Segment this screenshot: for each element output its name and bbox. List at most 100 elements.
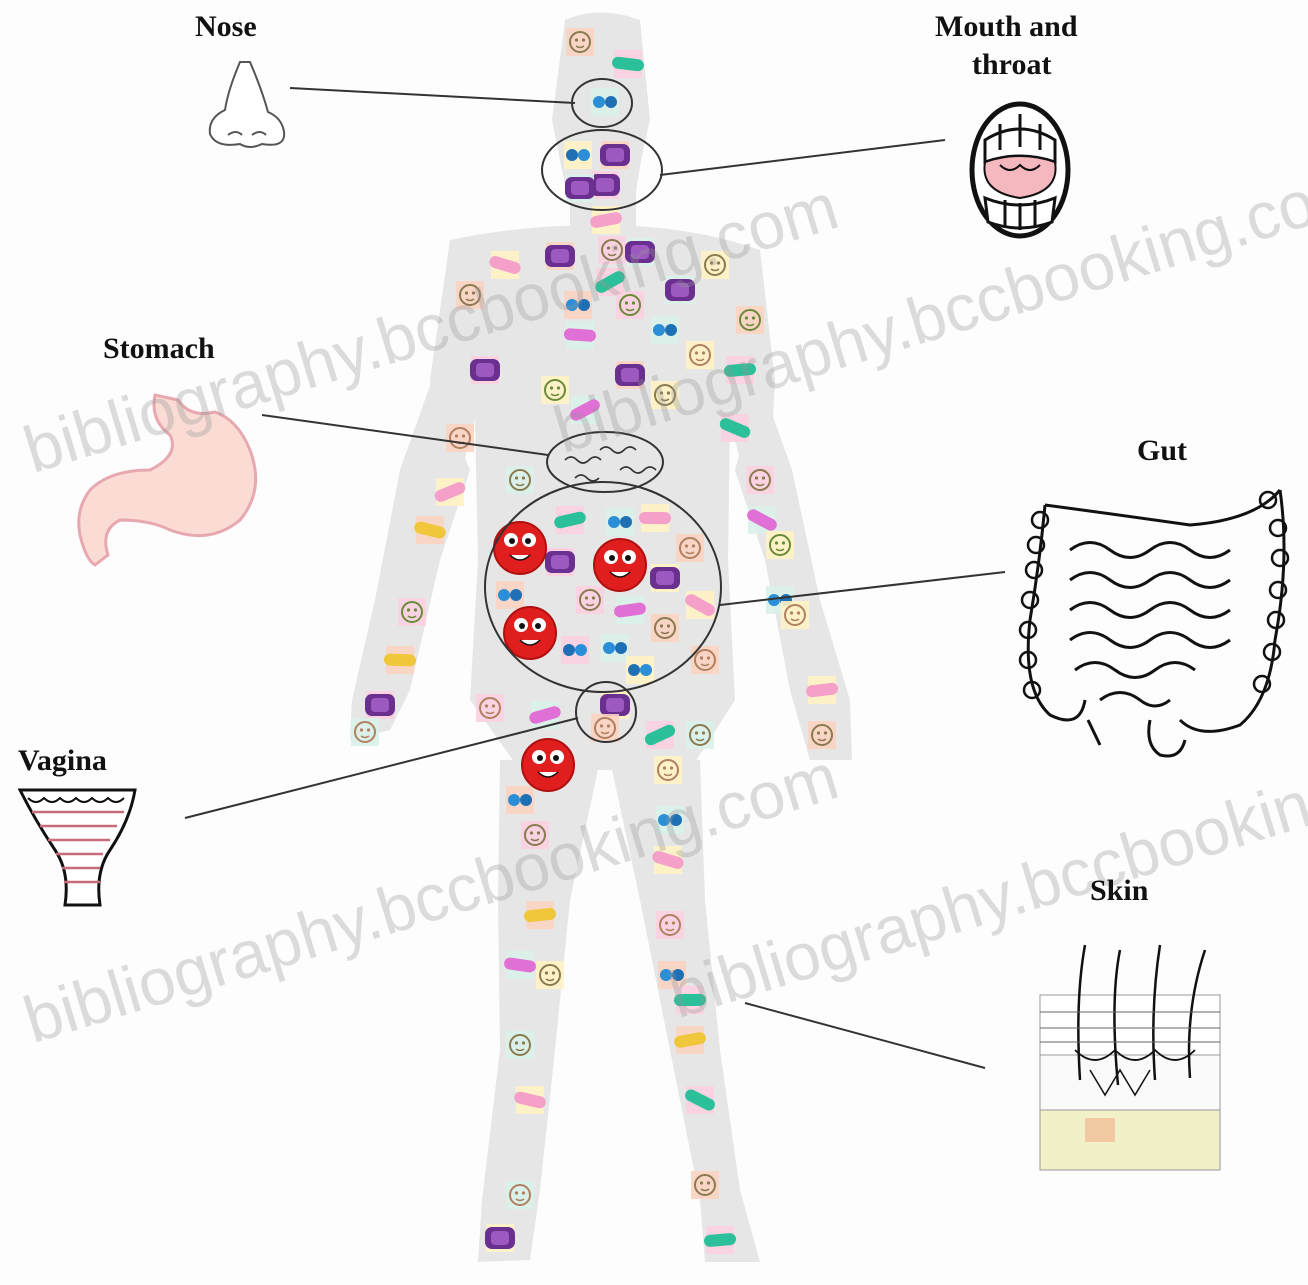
bacteria-icon <box>566 28 594 56</box>
bacteria-icon <box>576 586 604 614</box>
bacteria-icon <box>470 356 500 384</box>
nose-label: Nose <box>195 8 257 46</box>
vagina-label: Vagina <box>18 742 107 780</box>
pathogen-icon <box>504 607 556 659</box>
pathogen-icon <box>522 739 574 791</box>
bacteria-icon <box>676 534 704 562</box>
bacteria-icon <box>639 504 671 532</box>
nose-icon <box>210 62 284 147</box>
bacteria-icon <box>651 846 685 874</box>
bacteria-icon <box>686 341 714 369</box>
bacteria-icon <box>528 701 562 729</box>
bacteria-icon <box>606 508 634 536</box>
bacteria-icon <box>701 251 729 279</box>
bacteria-icon <box>446 424 474 452</box>
bacteria-icon <box>808 721 836 749</box>
bacteria-icon <box>650 564 680 592</box>
mouth-icon <box>972 104 1068 236</box>
bacteria-icon <box>541 376 569 404</box>
bacteria-icon <box>665 276 695 304</box>
bacteria-icon <box>691 1171 719 1199</box>
skin-label: Skin <box>1090 872 1148 910</box>
gut-label: Gut <box>1137 432 1187 470</box>
bacteria-icon <box>384 646 416 674</box>
bacteria-icon <box>736 306 764 334</box>
bacteria-icon <box>536 961 564 989</box>
bacteria-icon <box>365 691 395 719</box>
bacteria-icon <box>521 821 549 849</box>
bacteria-icon <box>565 174 595 202</box>
gut-leader-line <box>720 572 1005 605</box>
bacteria-icon <box>626 656 654 684</box>
vagina-icon <box>20 790 135 905</box>
mouth-leader-line <box>660 140 945 175</box>
bacteria-icon <box>545 242 575 270</box>
bacteria-icon <box>616 291 644 319</box>
bacteria-icon <box>456 281 484 309</box>
stomach-label: Stomach <box>103 330 215 368</box>
bacteria-icon <box>745 506 779 534</box>
bacteria-icon <box>656 911 684 939</box>
bacteria-icon <box>553 506 587 534</box>
bacteria-icon <box>413 516 447 544</box>
bacteria-icon <box>564 291 592 319</box>
bacteria-icon <box>485 1224 515 1252</box>
bacteria-icon <box>686 721 714 749</box>
bacteria-icon <box>496 581 524 609</box>
bacteria-icon <box>691 646 719 674</box>
bacteria-icon <box>658 961 686 989</box>
bacteria-icon <box>683 591 717 619</box>
bacteria-icon <box>654 756 682 784</box>
bacteria-icon <box>718 414 752 442</box>
bacteria-icon <box>643 721 677 749</box>
bacteria-icon <box>523 901 556 929</box>
pathogen-icon <box>594 539 646 591</box>
bacteria-icon <box>613 596 646 624</box>
bacteria-icon <box>600 141 630 169</box>
bacteria-icon <box>651 316 679 344</box>
bacteria-icon <box>746 466 774 494</box>
bacteria-icon <box>506 466 534 494</box>
bacteria-icon <box>656 806 684 834</box>
gut-icon <box>1020 490 1288 756</box>
mouth-label-line2: throat <box>972 46 1051 84</box>
bacteria-icon <box>506 1031 534 1059</box>
bacteria-icon <box>513 1086 547 1114</box>
bacteria-icon <box>506 1181 534 1209</box>
skin-icon <box>1040 945 1220 1170</box>
bacteria-icon <box>598 236 626 264</box>
bacteria-icon <box>476 694 504 722</box>
bacteria-icon <box>611 50 644 78</box>
bacteria-icon <box>591 88 619 116</box>
bacteria-icon <box>766 531 794 559</box>
bacteria-icon <box>601 634 629 662</box>
bacteria-icon <box>561 636 589 664</box>
bacteria-icon <box>433 478 467 506</box>
bacteria-icon <box>615 361 645 389</box>
bacteria-icon <box>503 951 536 979</box>
bacteria-icon <box>506 786 534 814</box>
bacteria-icon <box>351 718 379 746</box>
bacteria-icon <box>674 986 706 1014</box>
pathogen-icon <box>494 522 546 574</box>
mouth-label-line1: Mouth and <box>935 8 1078 46</box>
bacteria-icon <box>564 141 592 169</box>
bacteria-icon <box>724 356 757 384</box>
bacteria-icon <box>398 598 426 626</box>
bacteria-icon <box>568 396 602 424</box>
bacteria-icon <box>704 1226 737 1254</box>
bacteria-icon <box>488 251 522 279</box>
bacteria-icon <box>683 1086 717 1114</box>
bacteria-icon <box>651 381 679 409</box>
bacteria-icon <box>651 614 679 642</box>
skin-leader-line <box>745 1003 985 1068</box>
bacteria-icon <box>805 676 838 704</box>
nose-leader-line <box>290 88 575 103</box>
bacteria-icon <box>545 548 575 576</box>
stomach-icon <box>79 395 256 565</box>
bacteria-icon <box>781 601 809 629</box>
bacteria-icon <box>564 321 597 349</box>
bacteria-icon <box>591 714 619 742</box>
